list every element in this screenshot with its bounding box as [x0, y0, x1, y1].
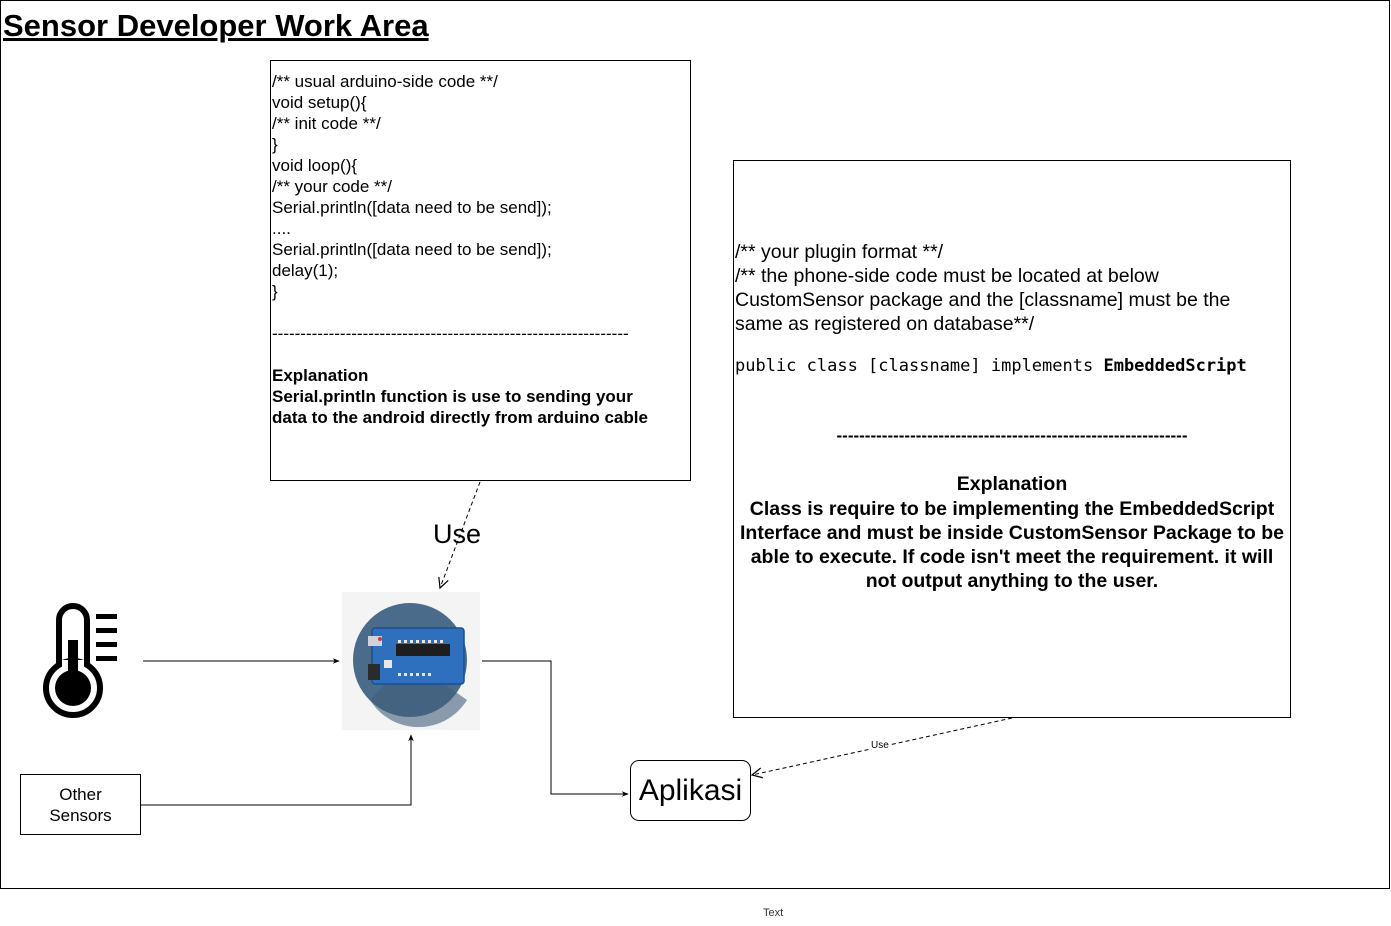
code-line: void setup(){: [272, 93, 367, 112]
plugin-explanation-title: Explanation: [956, 473, 1068, 495]
plugin-explanation: Class is require to be implementing the …: [740, 498, 1284, 592]
plugin-comment-text: /** your plugin format **/ /** the phone…: [735, 240, 1290, 336]
arduino-board-icon: [342, 592, 480, 730]
other-sensors-label-line: Other: [59, 784, 102, 804]
code-line: /** init code **/: [272, 114, 381, 133]
plugin-separator: ----------------------------------------…: [836, 426, 1188, 445]
footer-text: Text: [763, 907, 784, 919]
code-explanation-line: data to the android directly from arduin…: [272, 408, 648, 427]
plugin-comment-line: same as registered on database**/: [735, 313, 1035, 335]
aplikasi-node: Aplikasi: [630, 760, 751, 821]
arduino-to-aplikasi-arrow: [482, 660, 629, 797]
arduino-use-label: Use: [433, 519, 482, 549]
code-line: /** your code **/: [272, 177, 393, 196]
code-explanation-title: Explanation: [272, 366, 369, 385]
other-sensors-to-arduino-arrow: [141, 734, 414, 806]
plugin-class-declaration: public class [classname] implements Embe…: [735, 356, 1247, 376]
plugin-code-interface: EmbeddedScript: [1103, 356, 1247, 376]
plugin-format-box: /** your plugin format **/ /** the phone…: [733, 160, 1291, 718]
arduino-code-box: /** usual arduino-side code **/ void set…: [270, 60, 691, 481]
other-sensors-label-line: Sensors: [49, 805, 112, 825]
code-explanation-line: Serial.println function is use to sendin…: [272, 387, 633, 406]
work-area-frame: [0, 0, 1390, 889]
code-line: Serial.println([data need to be send]);: [272, 198, 552, 217]
code-box-use-arrow: [440, 481, 481, 588]
other-sensors-node: Other Sensors: [20, 774, 141, 835]
code-line: void loop(){: [272, 156, 358, 175]
code-line: /** usual arduino-side code **/: [272, 72, 498, 91]
plugin-use-label: Use: [870, 740, 890, 751]
work-area-title: Sensor Developer Work Area: [3, 8, 429, 43]
plugin-code-prefix: public class [classname] implements: [735, 356, 1104, 376]
code-line: Serial.println([data need to be send]);: [272, 240, 552, 259]
code-line: ....: [272, 219, 291, 238]
code-line: delay(1);: [272, 261, 339, 280]
thermometer-icon: [43, 603, 117, 718]
plugin-comment-line: CustomSensor package and the [classname]…: [735, 289, 1231, 311]
plugin-comment-line: /** the phone-side code must be located …: [735, 265, 1159, 287]
plugin-comment-line: /** your plugin format **/: [735, 241, 944, 263]
aplikasi-label: Aplikasi: [638, 773, 743, 807]
code-separator: ----------------------------------------…: [272, 324, 629, 343]
code-line: }: [272, 282, 278, 301]
code-line: }: [272, 135, 278, 154]
